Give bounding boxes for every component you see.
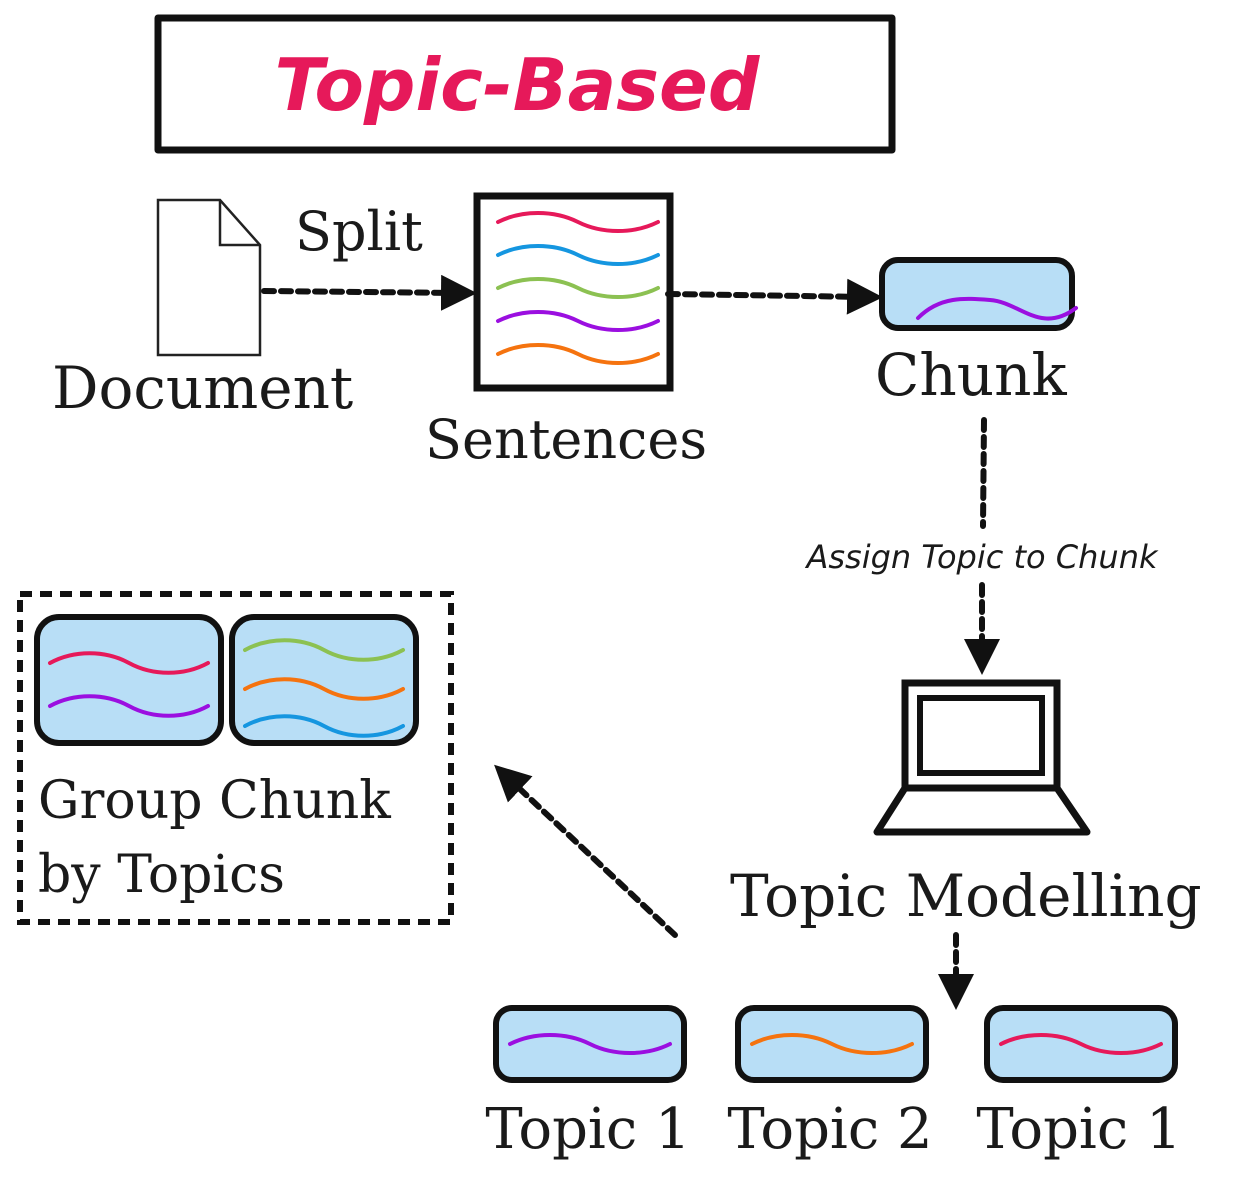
group-line (48, 694, 210, 718)
laptop-icon (873, 679, 1091, 836)
sentence-line (496, 310, 660, 332)
assign-label: Assign Topic to Chunk (804, 538, 1159, 576)
document-label: Document (52, 354, 353, 422)
title-box: Topic-Based (154, 14, 896, 154)
sentence-line (496, 211, 660, 233)
topic-chunk: Topic 1 (976, 1005, 1182, 1162)
sentence-line (496, 277, 660, 299)
assign-arrow-upper (980, 417, 987, 529)
to-chunk-arrow (665, 278, 883, 315)
chunk-icon (879, 257, 1078, 331)
sentences-icon (473, 192, 674, 392)
topic-chunk: Topic 2 (727, 1005, 933, 1162)
document-icon (156, 198, 262, 357)
split-label: Split (295, 200, 423, 263)
to-group-arrow (494, 764, 678, 938)
chunk-label: Chunk (875, 341, 1067, 409)
sentence-line (496, 343, 660, 365)
group-line (243, 714, 405, 738)
group-line (243, 638, 405, 662)
group-label-line2: by Topics (38, 845, 285, 905)
topic-chunk-line (750, 1033, 914, 1055)
sentence-line (496, 244, 660, 266)
topic-label: Topic 2 (727, 1097, 932, 1162)
group-label-line1: Group Chunk (38, 771, 391, 831)
topic-chunk-line (999, 1033, 1163, 1055)
diagram-title: Topic-Based (275, 43, 761, 127)
split-arrow (261, 274, 477, 311)
topic-label: Topic 1 (976, 1097, 1181, 1162)
topic-chunk: Topic 1 (485, 1005, 691, 1162)
group-box (17, 591, 454, 925)
sentences-label: Sentences (425, 408, 707, 471)
topic-chunk-line (508, 1033, 672, 1055)
topic-label: Topic 1 (485, 1097, 690, 1162)
group-line (243, 677, 405, 701)
group-line (48, 651, 210, 675)
topic-modelling-label: Topic Modelling (730, 862, 1202, 930)
